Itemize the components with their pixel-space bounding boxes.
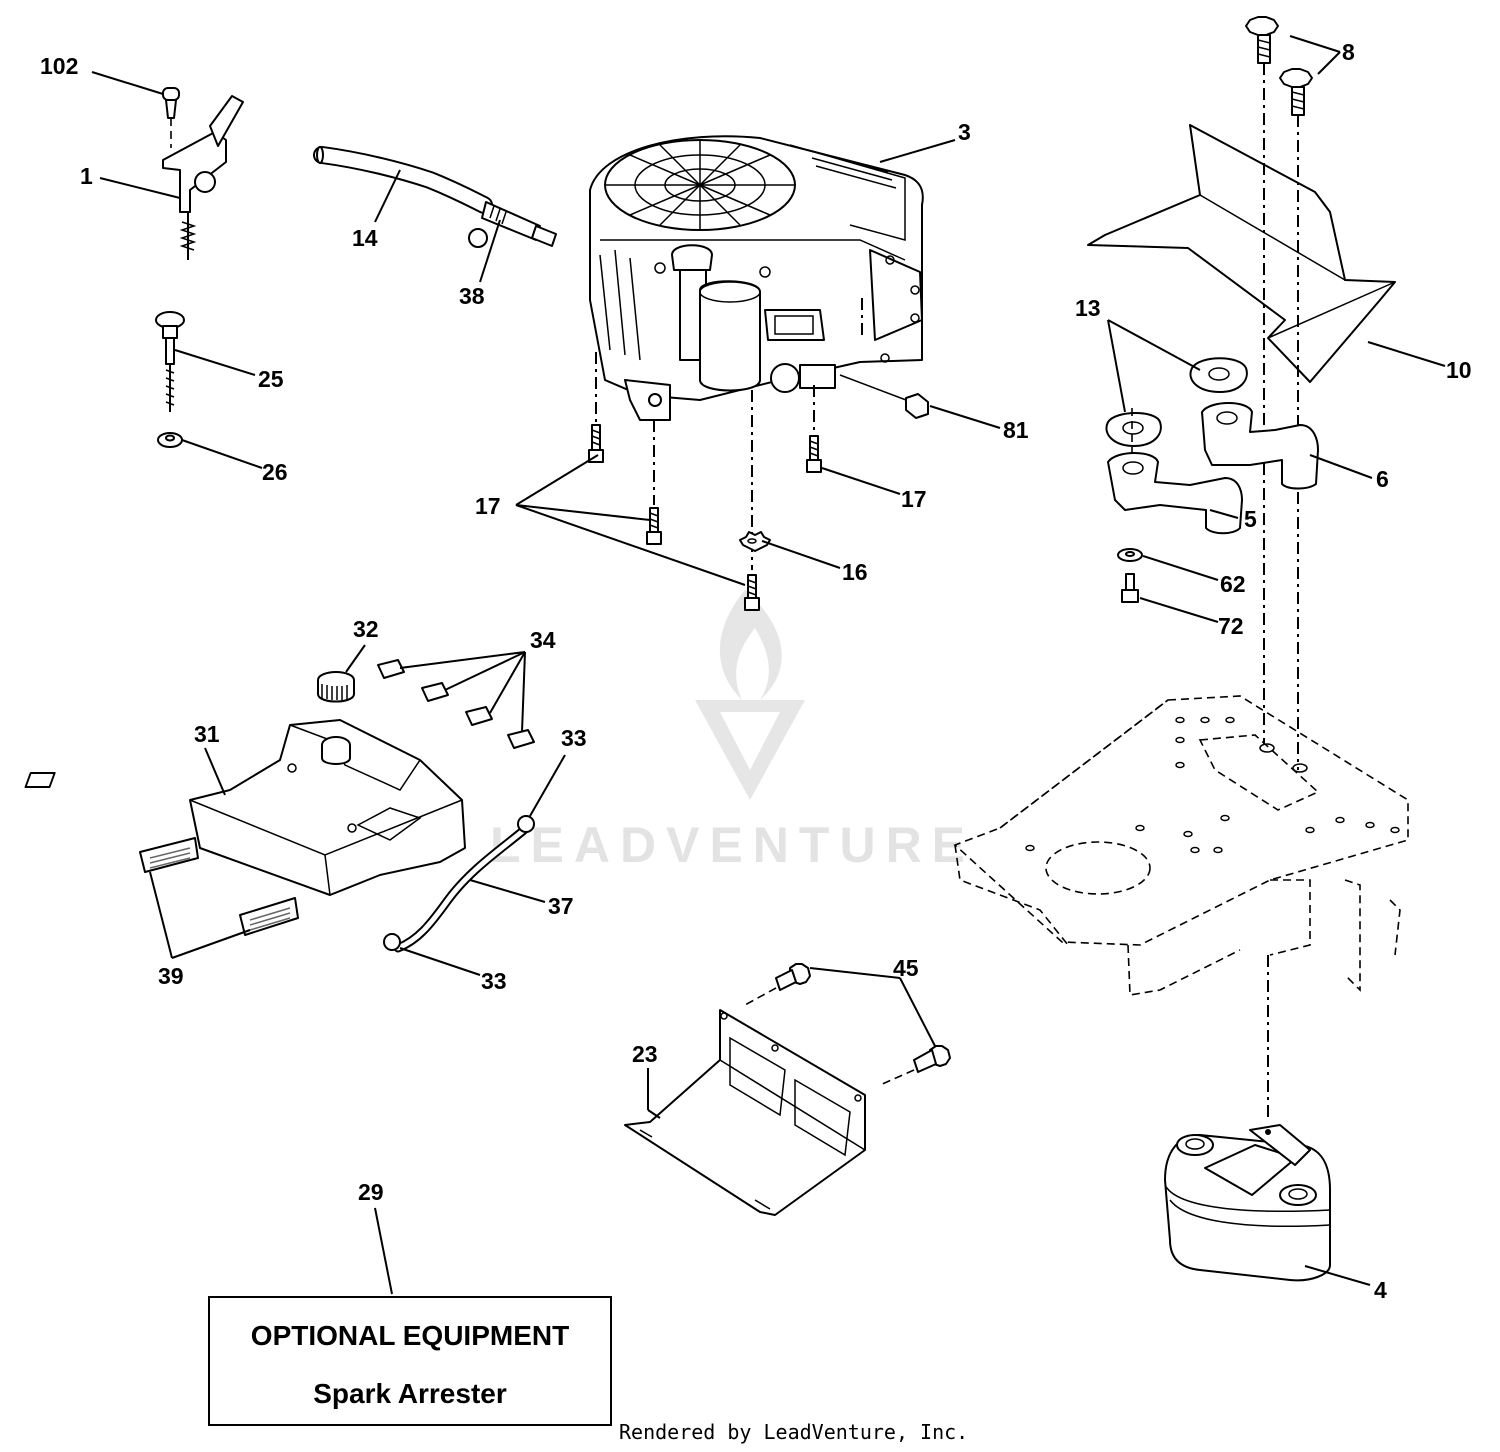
label-17-right: 17 bbox=[901, 486, 927, 512]
engine-bolts-part bbox=[588, 374, 929, 611]
label-16: 16 bbox=[842, 559, 868, 585]
label-38: 38 bbox=[459, 283, 485, 309]
mount-bracket-part bbox=[624, 963, 951, 1216]
label-17-left: 17 bbox=[475, 493, 501, 519]
fuel-hose-part bbox=[313, 146, 557, 248]
label-39: 39 bbox=[158, 963, 184, 989]
leadventure-watermark-logo: LEADVENTURE bbox=[490, 590, 975, 873]
label-33-top: 33 bbox=[561, 725, 587, 751]
label-72: 72 bbox=[1218, 613, 1244, 639]
leader-lines bbox=[91, 35, 1446, 1295]
label-26: 26 bbox=[262, 459, 288, 485]
label-4: 4 bbox=[1374, 1277, 1387, 1303]
part-number-labels: 102 1 14 38 3 8 10 13 6 5 25 26 81 17 17… bbox=[40, 39, 1472, 1303]
label-102: 102 bbox=[40, 53, 78, 79]
heat-shield-part bbox=[1087, 124, 1396, 383]
air-filter-part bbox=[24, 659, 535, 936]
label-8: 8 bbox=[1342, 39, 1355, 65]
label-45: 45 bbox=[893, 955, 919, 981]
label-13: 13 bbox=[1075, 295, 1101, 321]
label-81: 81 bbox=[1003, 417, 1029, 443]
label-32: 32 bbox=[353, 616, 379, 642]
label-31: 31 bbox=[194, 721, 220, 747]
mower-frame-part bbox=[953, 695, 1409, 996]
label-1: 1 bbox=[80, 163, 93, 189]
label-29: 29 bbox=[358, 1179, 384, 1205]
engine-part bbox=[589, 135, 924, 421]
label-33-bottom: 33 bbox=[481, 968, 507, 994]
exhaust-fasteners-part bbox=[1117, 548, 1143, 603]
throttle-control-part bbox=[162, 87, 244, 260]
muffler-part bbox=[1164, 955, 1331, 1282]
label-14: 14 bbox=[352, 225, 378, 251]
label-5: 5 bbox=[1244, 506, 1257, 532]
choke-knob-part bbox=[155, 311, 185, 448]
label-62: 62 bbox=[1220, 571, 1246, 597]
optional-equipment-box: OPTIONAL EQUIPMENT Spark Arrester bbox=[208, 1296, 612, 1426]
label-34: 34 bbox=[530, 627, 556, 653]
label-3: 3 bbox=[958, 119, 971, 145]
vent-tube-part bbox=[383, 815, 535, 953]
render-credit: Rendered by LeadVenture, Inc. bbox=[619, 1420, 969, 1444]
label-10: 10 bbox=[1446, 357, 1472, 383]
exhaust-pipes-part bbox=[1105, 357, 1319, 535]
optional-equipment-title: OPTIONAL EQUIPMENT bbox=[250, 1320, 570, 1351]
label-37: 37 bbox=[548, 893, 574, 919]
spark-arrester-label: Spark Arrester bbox=[313, 1378, 507, 1409]
exhaust-bolts-part bbox=[1245, 16, 1313, 770]
label-6: 6 bbox=[1376, 466, 1389, 492]
label-25: 25 bbox=[258, 366, 284, 392]
watermark-text: LEADVENTURE bbox=[490, 817, 975, 873]
label-23: 23 bbox=[632, 1041, 658, 1067]
